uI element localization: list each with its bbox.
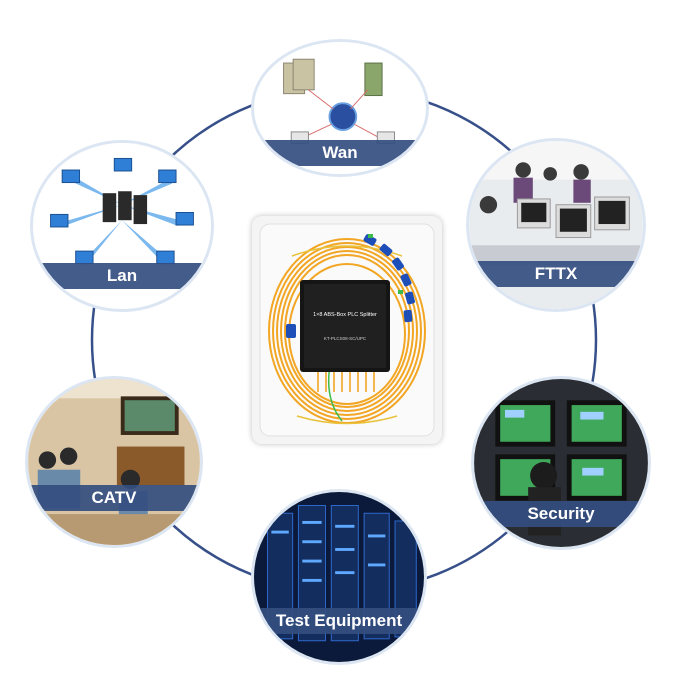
catv-label: CATV <box>28 485 200 511</box>
fttx-node: FTTX <box>466 138 646 312</box>
test-equipment-node: Test Equipment <box>251 489 427 665</box>
catv-node: CATV <box>25 376 203 548</box>
test-equipment-label: Test Equipment <box>254 608 424 634</box>
plc-splitter-device: 1×8 ABS-Box PLC Splitter KT-PLCS08-SC/UP… <box>252 216 442 444</box>
wan-label: Wan <box>254 140 426 166</box>
device-part-number: KT-PLCS08-SC/UPC <box>324 336 367 341</box>
catv-living-room-photo <box>28 379 200 545</box>
splitter-illustration: 1×8 ABS-Box PLC Splitter KT-PLCS08-SC/UP… <box>259 223 435 437</box>
security-node: Security <box>471 376 651 550</box>
security-label: Security <box>474 501 648 527</box>
wan-node: Wan <box>251 39 429 177</box>
fttx-label: FTTX <box>469 261 643 287</box>
lan-label: Lan <box>33 263 211 289</box>
device-model-text: 1×8 ABS-Box PLC Splitter <box>313 312 377 318</box>
lan-node: Lan <box>30 140 214 312</box>
server-racks-photo <box>254 492 424 662</box>
